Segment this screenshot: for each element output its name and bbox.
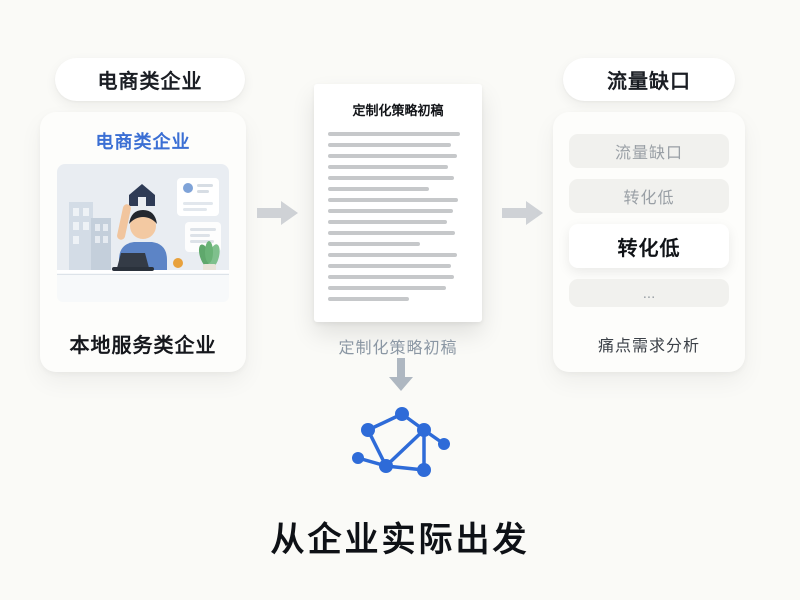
document-text-line xyxy=(328,187,429,191)
left-card-caption: 本地服务类企业 xyxy=(69,335,217,357)
left-badge: 电商类企业 xyxy=(55,58,245,101)
office-worker-illustration-svg xyxy=(57,164,229,302)
pain-point-item: 转化低 xyxy=(569,179,729,213)
document-lines xyxy=(328,132,468,301)
right-badge: 流量缺口 xyxy=(563,58,735,101)
arrow-right-icon xyxy=(257,200,299,226)
left-card: 电商类企业 xyxy=(40,112,246,372)
document-text-line xyxy=(328,231,456,235)
left-card-title: 电商类企业 xyxy=(95,132,191,152)
document-text-line xyxy=(328,209,453,213)
headline: 从企业实际出发 xyxy=(270,521,530,559)
right-card-caption: 痛点需求分析 xyxy=(597,338,700,355)
arrow-right-icon-2 xyxy=(502,200,544,226)
document-text-line xyxy=(328,253,457,257)
office-worker-illustration xyxy=(57,164,229,302)
document-text-line xyxy=(328,275,454,279)
left-badge-label: 电商类企业 xyxy=(97,71,203,93)
document-text-line xyxy=(328,165,449,169)
strategy-document: 定制化策略初稿 xyxy=(314,84,482,322)
document-text-line xyxy=(328,143,452,147)
document-text-line xyxy=(328,220,447,224)
document-caption: 定制化策略初稿 xyxy=(338,340,458,357)
arrow-down-icon xyxy=(388,358,414,392)
network-graph-icon xyxy=(350,402,454,494)
right-badge-label: 流量缺口 xyxy=(607,71,691,93)
document-title: 定制化策略初稿 xyxy=(352,103,444,118)
pain-point-item: 流量缺口 xyxy=(569,134,729,168)
document-text-line xyxy=(328,297,410,301)
document-text-line xyxy=(328,286,446,290)
document-text-line xyxy=(328,264,452,268)
document-text-line xyxy=(328,198,459,202)
document-text-line xyxy=(328,154,457,158)
document-text-line xyxy=(328,176,454,180)
pain-point-item-emphasis: 转化低 xyxy=(569,224,729,268)
document-text-line xyxy=(328,132,460,136)
pain-point-item-more: ... xyxy=(569,279,729,307)
right-card: 流量缺口 转化低 转化低 ... 痛点需求分析 xyxy=(553,112,745,372)
document-text-line xyxy=(328,242,421,246)
